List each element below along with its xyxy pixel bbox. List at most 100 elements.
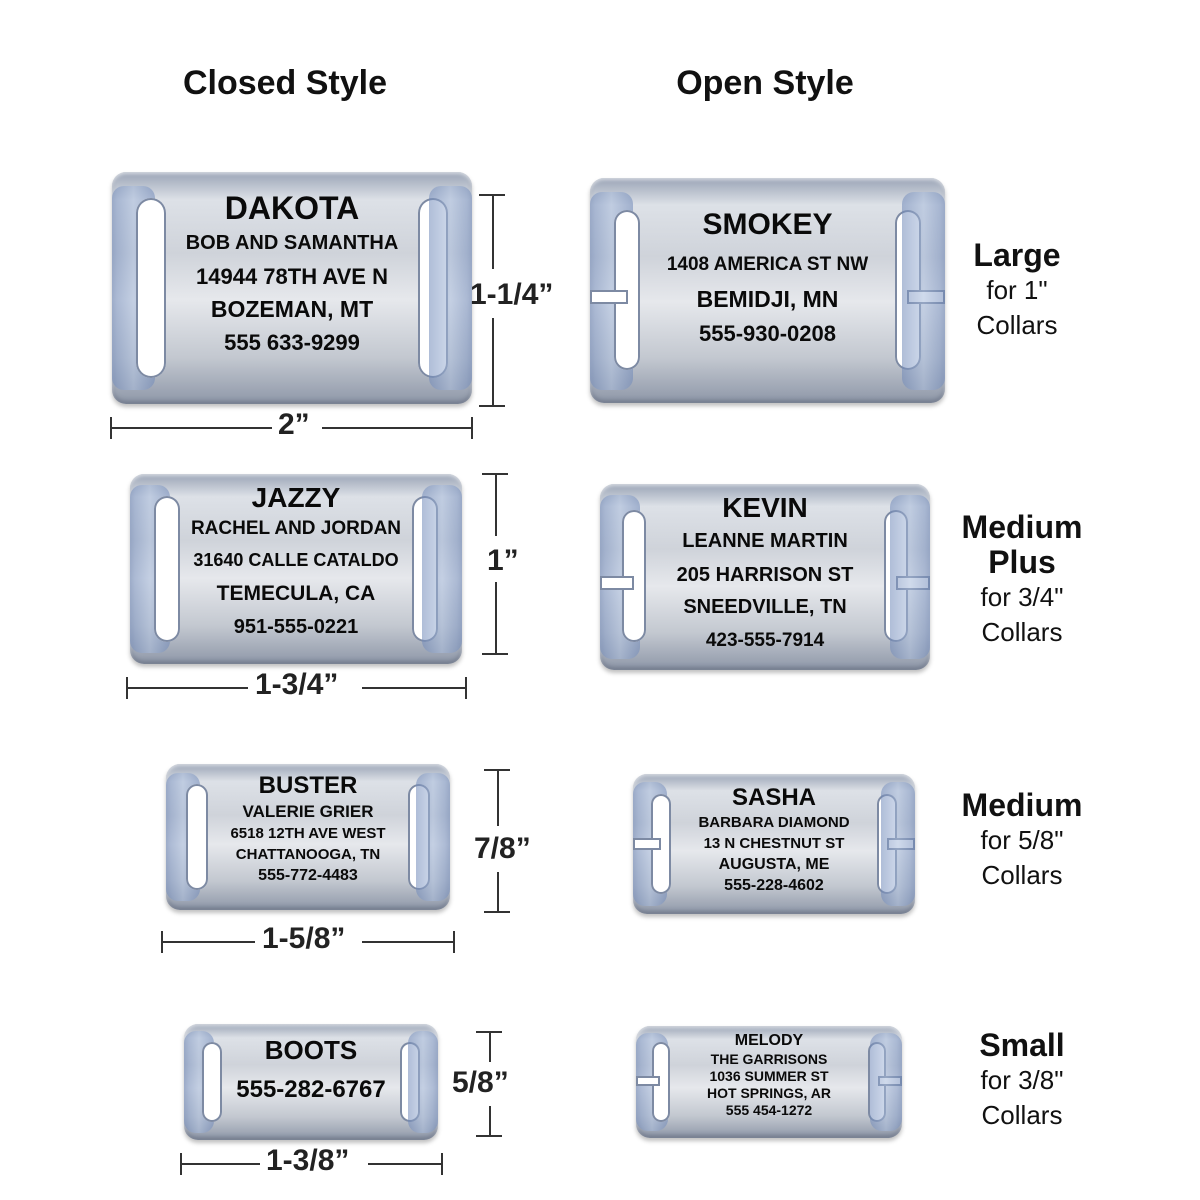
dimension-tick bbox=[482, 653, 508, 655]
dimension-tick bbox=[482, 473, 508, 475]
dimension-tick bbox=[180, 1153, 182, 1175]
dimension-tick bbox=[484, 769, 510, 771]
medium-height-label: 7/8” bbox=[474, 832, 531, 865]
small-closed-tag: BOOTS 555-282-6767 bbox=[184, 1024, 438, 1140]
tag-slot bbox=[136, 198, 166, 378]
tag-opening bbox=[878, 1076, 902, 1086]
engraved-line: 555-772-4483 bbox=[258, 867, 358, 884]
size-name: Medium bbox=[961, 509, 1083, 545]
engraved-line: BEMIDJI, MN bbox=[696, 286, 839, 312]
dimension-tick bbox=[479, 194, 505, 196]
engraved-line: 951-555-0221 bbox=[233, 616, 359, 638]
large-size-label: Large for 1" Collars bbox=[932, 237, 1102, 343]
height-dimension-line bbox=[497, 872, 499, 912]
medium-open-tag: SASHA BARBARA DIAMOND 13 N CHESTNUT ST A… bbox=[633, 774, 916, 914]
engraved-line: SNEEDVILLE, TN bbox=[683, 596, 847, 618]
size-collar: for 5/8" bbox=[980, 825, 1064, 856]
width-dimension-line bbox=[362, 687, 466, 689]
engraved-line: VALERIE GRIER bbox=[242, 802, 374, 821]
engraved-line: BARBARA DIAMOND bbox=[698, 814, 850, 831]
size-collar: Collars bbox=[981, 1100, 1063, 1131]
engraved-line: 13 N CHESTNUT ST bbox=[703, 835, 845, 852]
tag-opening bbox=[896, 576, 930, 590]
engraved-line: 205 HARRISON ST bbox=[676, 564, 854, 586]
dimension-tick bbox=[471, 417, 473, 439]
large-closed-tag: DAKOTA BOB AND SAMANTHA 14944 78TH AVE N… bbox=[112, 172, 472, 404]
engraved-line: 555 633-9299 bbox=[224, 330, 360, 355]
size-name: Small bbox=[979, 1027, 1065, 1063]
tag-slot bbox=[868, 1042, 886, 1122]
tag-opening bbox=[633, 838, 661, 850]
size-collar: Collars bbox=[981, 617, 1063, 648]
small-size-label: Small for 3/8" Collars bbox=[937, 1027, 1107, 1133]
large-open-tag: SMOKEY 1408 AMERICA ST NW BEMIDJI, MN 55… bbox=[590, 178, 945, 403]
engraved-name: DAKOTA bbox=[224, 190, 360, 226]
engraved-line: RACHEL AND JORDAN bbox=[190, 518, 402, 539]
engraved-name: BOOTS bbox=[264, 1035, 358, 1065]
height-dimension-line bbox=[497, 770, 499, 826]
size-name: Medium bbox=[961, 787, 1083, 823]
dimension-tick bbox=[465, 677, 467, 699]
tag-slot bbox=[202, 1042, 222, 1122]
dimension-tick bbox=[484, 911, 510, 913]
engraved-line: 14944 78TH AVE N bbox=[196, 264, 388, 289]
engraved-line: 555 454-1272 bbox=[725, 1102, 813, 1118]
size-collar: for 1" bbox=[986, 275, 1048, 306]
tag-slot bbox=[186, 784, 208, 890]
dimension-tick bbox=[453, 931, 455, 953]
tag-slot bbox=[154, 496, 180, 642]
engraved-line: 31640 CALLE CATALDO bbox=[193, 550, 399, 570]
engraved-line: BOB AND SAMANTHA bbox=[185, 232, 399, 254]
engraved-name: BUSTER bbox=[258, 772, 358, 799]
small-height-label: 5/8” bbox=[452, 1066, 509, 1099]
engraved-line: TEMECULA, CA bbox=[216, 582, 376, 605]
width-dimension-line bbox=[182, 1163, 260, 1165]
width-dimension-line bbox=[112, 427, 272, 429]
height-dimension-line bbox=[495, 582, 497, 654]
large-height-label: 1-1/4” bbox=[470, 278, 554, 311]
engraved-line: 555-228-4602 bbox=[724, 877, 824, 894]
engraved-line: 1408 AMERICA ST NW bbox=[666, 254, 869, 275]
size-collar: for 3/4" bbox=[980, 582, 1064, 613]
engraved-line: AUGUSTA, ME bbox=[718, 856, 830, 873]
engraved-line: CHATTANOOGA, TN bbox=[235, 846, 381, 863]
tag-opening bbox=[600, 576, 634, 590]
medium-plus-open-tag: KEVIN LEANNE MARTIN 205 HARRISON ST SNEE… bbox=[600, 484, 930, 670]
engraved-name: KEVIN bbox=[722, 492, 808, 523]
size-collar: for 3/8" bbox=[980, 1065, 1064, 1096]
dimension-tick bbox=[476, 1031, 502, 1033]
engraved-name: SMOKEY bbox=[702, 208, 833, 241]
width-dimension-line bbox=[362, 941, 454, 943]
tag-slot bbox=[651, 794, 671, 894]
medium-plus-height-label: 1” bbox=[487, 544, 519, 577]
engraved-name: SASHA bbox=[731, 784, 816, 811]
dimension-tick bbox=[441, 1153, 443, 1175]
medium-width-label: 1-5/8” bbox=[262, 922, 346, 955]
height-dimension-line bbox=[495, 474, 497, 536]
engraved-line: 6518 12TH AVE WEST bbox=[230, 825, 386, 842]
medium-plus-closed-tag: JAZZY RACHEL AND JORDAN 31640 CALLE CATA… bbox=[130, 474, 463, 664]
engraved-line: 555-282-6767 bbox=[236, 1076, 386, 1103]
medium-plus-width-label: 1-3/4” bbox=[255, 668, 339, 701]
engraved-name: MELODY bbox=[734, 1032, 804, 1049]
engraved-line: HOT SPRINGS, AR bbox=[707, 1085, 831, 1101]
closed-style-heading: Closed Style bbox=[182, 64, 388, 102]
large-width-label: 2” bbox=[278, 408, 310, 441]
size-collar: Collars bbox=[976, 310, 1058, 341]
height-dimension-line bbox=[489, 1032, 491, 1062]
dimension-tick bbox=[161, 931, 163, 953]
width-dimension-line bbox=[163, 941, 255, 943]
engraved-line: BOZEMAN, MT bbox=[210, 296, 374, 322]
height-dimension-line bbox=[492, 195, 494, 269]
width-dimension-line bbox=[322, 427, 472, 429]
width-dimension-line bbox=[128, 687, 248, 689]
medium-size-label: Medium for 5/8" Collars bbox=[937, 787, 1107, 893]
dimension-tick bbox=[110, 417, 112, 439]
size-name: Plus bbox=[988, 544, 1056, 581]
height-dimension-line bbox=[492, 318, 494, 406]
size-collar: Collars bbox=[981, 860, 1063, 891]
width-dimension-line bbox=[368, 1163, 442, 1165]
tag-slot bbox=[652, 1042, 670, 1122]
engraved-line: LEANNE MARTIN bbox=[682, 530, 848, 552]
tag-opening bbox=[887, 838, 915, 850]
